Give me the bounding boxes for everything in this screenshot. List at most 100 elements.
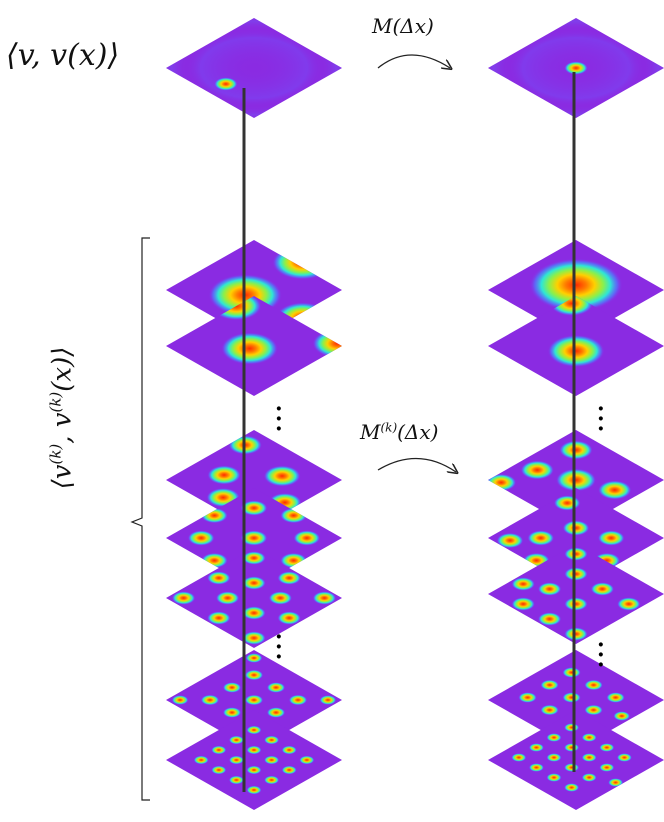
transform-label: M(Δx) [372,14,434,38]
activation-blob [564,783,580,792]
activation-blob [201,507,228,524]
plane-surface [166,548,342,648]
activation-blob [546,733,562,742]
transform-k-arrow [377,457,456,472]
activation-blob [293,530,321,546]
activation-blob [581,733,597,742]
activation-blob [564,597,588,611]
activation-blob [547,334,605,368]
activation-blob [511,577,535,591]
activation-blob [546,753,562,762]
activation-blob [171,695,189,705]
plane-after-1 [488,240,664,340]
activation-blob [564,627,588,641]
activation-blob [511,753,527,762]
activation-blob [242,576,266,590]
activation-blob [608,778,624,787]
plane-surface [166,710,342,810]
activation-blob [244,669,264,681]
activation-blob [268,591,293,605]
activation-blob [564,61,588,75]
plane-surface [488,544,664,644]
transform-k-label: M(k)(Δx) [360,420,439,444]
activation-blob [240,530,268,546]
activation-blob [617,597,641,611]
activation-blob [581,753,597,762]
transform-arrow [377,54,450,68]
brace [130,237,150,801]
activation-blob [193,755,209,765]
activation-blob [511,597,535,611]
activation-blob [518,692,537,703]
plane-after-5 [488,544,664,644]
plane-before-2 [166,296,342,396]
plane-before-4 [166,488,342,588]
activation-blob [537,582,562,596]
ellipsis-left-2: ··· [275,624,283,670]
activation-blob [222,682,242,693]
plane-after-2 [488,296,664,396]
activation-blob [245,653,263,663]
activation-blob [555,468,597,492]
activation-blob [564,763,580,772]
activation-blob [527,530,555,546]
activation-blob [584,704,603,716]
ellipsis-right-1: ··· [597,396,605,442]
activation-blob [312,329,342,358]
plane-before-5 [166,548,342,648]
activation-blob [599,743,615,752]
activation-blob [266,707,286,718]
activation-blob [562,667,581,678]
activation-blob [488,473,517,492]
activation-blob [187,530,215,546]
activation-blob [222,707,242,718]
activation-blob [581,773,597,782]
activation-blob [529,258,623,312]
activation-blob [228,775,244,785]
activation-blob [207,611,231,625]
activation-blob [200,694,220,706]
activation-blob [597,530,625,546]
activation-blob [590,582,615,596]
activation-blob [562,520,590,536]
plane-after-7 [488,710,664,810]
ellipsis-right-2: ··· [597,632,605,678]
activation-blob [264,735,280,745]
activation-blob [240,500,268,516]
activation-blob [564,743,580,752]
activation-blob [246,785,262,795]
plane-before-0 [166,18,342,118]
activation-blob [540,704,559,716]
activation-blob [528,763,544,772]
activation-blob [215,591,240,605]
activation-blob [281,745,297,755]
activation-blob [171,591,196,605]
activation-blob [277,611,301,625]
activation-blob [528,743,544,752]
ripple [166,18,342,118]
activation-blob [277,571,301,585]
activation-blob [564,567,588,581]
activation-blob [244,694,264,706]
activation-blob [288,694,308,706]
planes-layer [166,18,664,810]
activation-blob [207,465,241,485]
activation-blob [264,755,280,765]
activation-blob [228,735,244,745]
activation-blob [242,551,266,565]
activation-blob [299,755,315,765]
activation-blob [312,591,337,605]
activation-blob [564,547,588,561]
activation-blob [540,679,559,691]
activation-blob [546,773,562,782]
activation-blob [266,682,286,693]
ellipsis-left-1: ··· [275,396,283,442]
activation-blob [598,480,632,500]
activation-blob [246,765,262,775]
activation-blob [264,775,280,785]
activation-blob [211,745,227,755]
activation-blob [263,465,301,487]
multiscale-label: ⟨v(k), v(k)(x)⟩ [46,346,78,490]
activation-blob [564,723,580,732]
